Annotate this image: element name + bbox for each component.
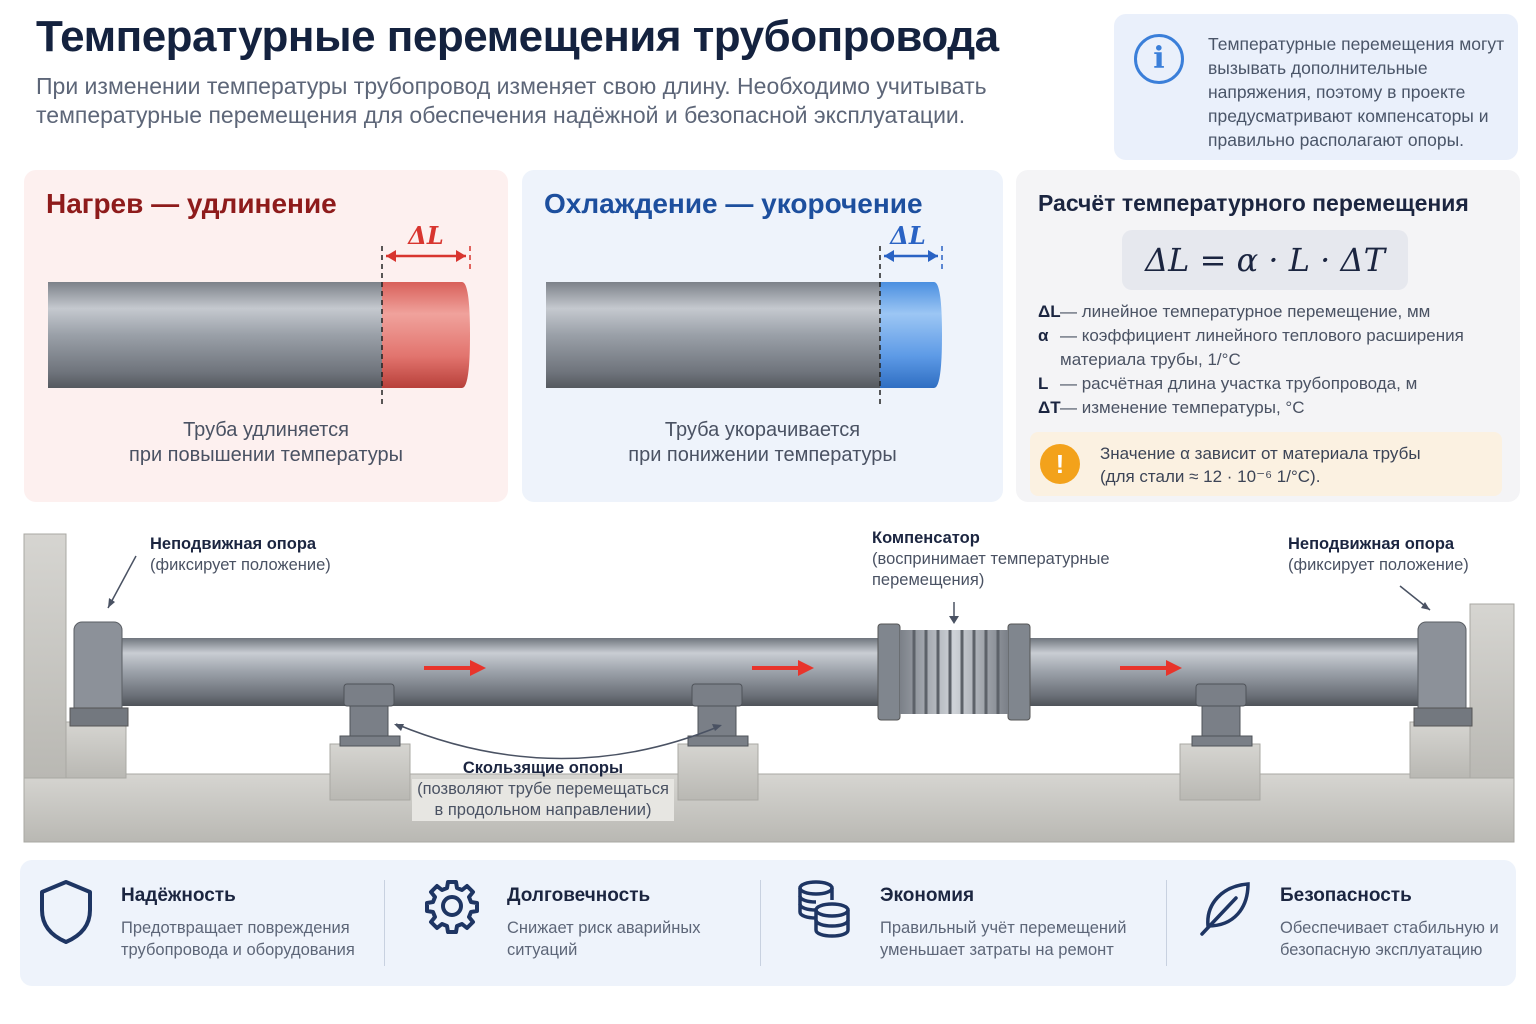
label-fixed-right: Неподвижная опора (фиксирует положение) bbox=[1288, 535, 1469, 574]
left-fixed-base bbox=[65, 721, 127, 779]
shield-icon bbox=[40, 880, 92, 944]
sliding-support-block bbox=[677, 743, 759, 801]
delta-label: ΔL bbox=[889, 221, 926, 250]
divider bbox=[1166, 880, 1167, 966]
calculation-panel: Расчёт температурного перемещения ΔL = α… bbox=[1016, 170, 1520, 502]
pipeline-illustration bbox=[23, 533, 1515, 843]
sliding-support bbox=[1191, 683, 1253, 747]
cooling-pipe-illustration: ΔL bbox=[546, 221, 943, 406]
divider bbox=[760, 880, 761, 966]
movement-arrow bbox=[1120, 660, 1182, 676]
sliding-support bbox=[687, 683, 749, 747]
heating-pipe-illustration: ΔL bbox=[48, 221, 471, 406]
formula: ΔL = α · L · ΔT bbox=[1122, 230, 1408, 290]
sliding-support-block bbox=[329, 743, 411, 801]
calculation-title: Расчёт температурного перемещения bbox=[1038, 190, 1469, 216]
page-subtitle: При изменении температуры трубопровод из… bbox=[36, 73, 987, 128]
feature-safety: Безопасность Обеспечивает стабильную и б… bbox=[1180, 860, 1516, 986]
steel-note: ! Значение α зависит от материала трубы … bbox=[1030, 432, 1502, 496]
label-compensator: Компенсатор (воспринимает температурные … bbox=[872, 529, 1110, 589]
left-wall bbox=[23, 533, 67, 779]
movement-arrow bbox=[752, 660, 814, 676]
concrete-base bbox=[23, 773, 1515, 843]
feature-durability: Долговечность Снижает риск аварийных сит… bbox=[406, 860, 766, 986]
sliding-support-block bbox=[1179, 743, 1261, 801]
cooling-caption: Труба укорачивается при понижении темпер… bbox=[628, 419, 897, 466]
info-text: Температурные перемещения могут вызывать… bbox=[1208, 34, 1505, 150]
label-fixed-left: Неподвижная опора (фиксирует положение) bbox=[150, 535, 331, 574]
definition-row: α — коэффициент линейного теплового расш… bbox=[1038, 326, 1464, 369]
pipe-contraction bbox=[880, 282, 942, 388]
divider bbox=[384, 880, 385, 966]
pointer-sliding bbox=[395, 723, 721, 760]
heating-panel: ΔL Нагрев — удлинение Труба удлиняется п… bbox=[24, 170, 508, 502]
pipeline-diagram: Неподвижная опора (фиксирует положение) … bbox=[0, 512, 1536, 852]
note-text: Значение α зависит от материала трубы (д… bbox=[1100, 444, 1421, 486]
definition-row: L — расчётная длина участка трубопровода… bbox=[1038, 374, 1418, 393]
delta-label: ΔL bbox=[407, 221, 444, 250]
pipe-extension bbox=[382, 282, 470, 388]
warning-icon: ! bbox=[1040, 444, 1080, 484]
pipe-body bbox=[546, 282, 880, 388]
feature-reliability: Надёжность Предотвращает повреждения тру… bbox=[20, 860, 384, 986]
right-fixed-base bbox=[1409, 721, 1471, 779]
heating-caption: Труба удлиняется при повышении температу… bbox=[129, 419, 403, 466]
cooling-title: Охлаждение — укорочение bbox=[544, 188, 923, 219]
right-wall bbox=[1469, 603, 1515, 779]
definitions-list: ΔL — линейное температурное перемещение,… bbox=[1038, 300, 1508, 420]
page-title: Температурные перемещения трубопровода bbox=[36, 12, 999, 61]
coins-icon bbox=[798, 880, 850, 938]
sliding-support bbox=[339, 683, 401, 747]
compensator-flange bbox=[877, 623, 901, 721]
feature-economy: Экономия Правильный учёт перемещений уме… bbox=[776, 860, 1166, 986]
leaf-icon bbox=[1200, 882, 1250, 936]
features-strip: Надёжность Предотвращает повреждения тру… bbox=[20, 860, 1516, 986]
movement-arrow bbox=[424, 660, 486, 676]
info-box: i Температурные перемещения могут вызыва… bbox=[1114, 14, 1518, 160]
pipe-segment-left bbox=[86, 638, 886, 706]
gear-icon bbox=[425, 880, 479, 934]
compensator-bellows bbox=[900, 630, 1008, 714]
pointer-fixed-left bbox=[107, 555, 137, 609]
definition-row: ΔT — изменение температуры, °C bbox=[1038, 398, 1305, 417]
pipe-body bbox=[48, 282, 382, 388]
info-icon: i bbox=[1134, 34, 1184, 84]
cooling-panel: ΔL Охлаждение — укорочение Труба укорачи… bbox=[522, 170, 1003, 502]
label-sliding-supports: Скользящие опоры (позволяют трубе переме… bbox=[412, 758, 674, 821]
heating-title: Нагрев — удлинение bbox=[46, 188, 337, 219]
compensator-flange bbox=[1007, 623, 1031, 721]
definition-row: ΔL — линейное температурное перемещение,… bbox=[1038, 302, 1431, 321]
